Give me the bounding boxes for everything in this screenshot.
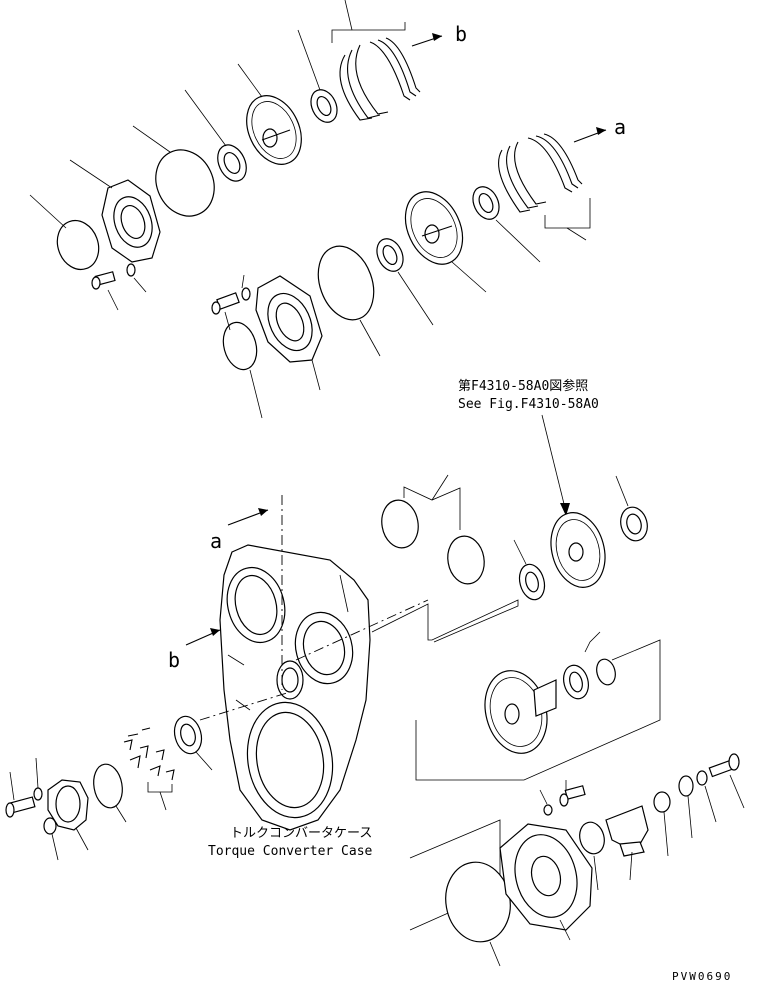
upper-assembly-b: b bbox=[29, 0, 467, 311]
o-ring-right-2 bbox=[447, 535, 485, 585]
bearing-lower-left bbox=[173, 715, 203, 755]
bearing-right-3 bbox=[563, 664, 589, 700]
case-label-jp: トルクコンバータケース bbox=[230, 826, 372, 841]
o-ring-small-right bbox=[653, 791, 671, 813]
bearing-right-2 bbox=[620, 506, 648, 542]
output-parts-lower bbox=[415, 631, 661, 781]
clutch-plates-a bbox=[498, 133, 583, 213]
o-ring-upper-left bbox=[56, 219, 100, 271]
marker-a-top: a bbox=[614, 115, 626, 139]
washer-right bbox=[678, 775, 694, 797]
output-cover-group bbox=[409, 753, 745, 967]
ref-note-en: See Fig.F4310-58A0 bbox=[458, 397, 599, 412]
bearing-mid-1 bbox=[376, 238, 404, 272]
gear-output-shaft bbox=[484, 670, 557, 754]
retainer-cover-mid bbox=[255, 275, 323, 363]
bolt-right bbox=[708, 753, 740, 778]
retainer-cover-upper bbox=[101, 179, 161, 263]
o-ring-mid-left bbox=[222, 321, 258, 371]
o-ring-right-1 bbox=[381, 499, 419, 549]
cover-lower-left bbox=[47, 779, 89, 831]
bolt-upper-left bbox=[91, 263, 136, 290]
bolt-lower-left bbox=[5, 787, 57, 835]
marker-b-case: b bbox=[168, 648, 180, 672]
torque-converter-case bbox=[199, 495, 429, 831]
ref-note-jp: 第F4310-58A0図参照 bbox=[458, 378, 588, 394]
seal-ring-right bbox=[596, 658, 616, 686]
bearing-upper-2 bbox=[310, 89, 338, 123]
marker-b-top: b bbox=[455, 22, 467, 46]
marker-a-case: a bbox=[210, 529, 222, 553]
o-ring-lower-left bbox=[93, 763, 123, 809]
output-group-bracket bbox=[371, 599, 519, 643]
bearing-upper-1 bbox=[217, 144, 247, 182]
gear-mid-a bbox=[404, 191, 464, 265]
bolt-cover bbox=[543, 785, 586, 816]
bearing-right-1 bbox=[518, 563, 546, 601]
upper-assembly-a: a bbox=[211, 115, 626, 419]
case-markers: a b bbox=[168, 508, 269, 672]
drawing-code: PVW0690 bbox=[672, 970, 732, 983]
output-parts-upper bbox=[381, 474, 648, 601]
snap-rings bbox=[123, 727, 175, 781]
clutch-plates-b bbox=[339, 37, 421, 121]
reference-note: 第F4310-58A0図参照 See Fig.F4310-58A0 bbox=[458, 378, 599, 516]
oil-seal-cover bbox=[579, 821, 605, 855]
bearing-mid-2 bbox=[472, 186, 500, 220]
gear-upper-b bbox=[246, 95, 302, 165]
lower-left-group bbox=[5, 715, 213, 861]
output-cover bbox=[499, 823, 593, 931]
gear-reference bbox=[550, 512, 606, 588]
bolt-mid-left bbox=[211, 287, 251, 315]
coupling-yoke bbox=[605, 805, 649, 857]
o-ring-large-mid bbox=[317, 245, 375, 321]
case-label-en: Torque Converter Case bbox=[208, 844, 373, 859]
nut-right bbox=[696, 770, 708, 786]
o-ring-large-upper bbox=[155, 149, 215, 217]
